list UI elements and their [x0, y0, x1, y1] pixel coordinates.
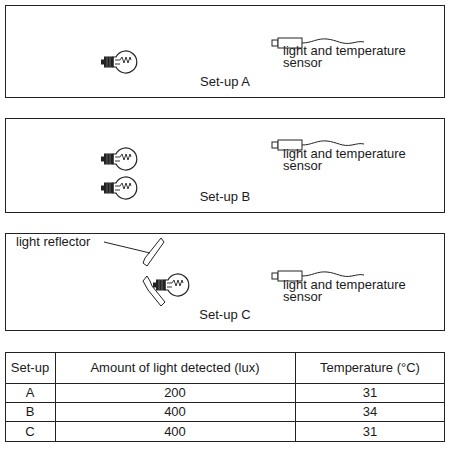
table-cell: A — [6, 384, 54, 401]
sensor-label: light and temperature sensor — [283, 148, 423, 172]
table-cell: 200 — [56, 384, 294, 401]
panel-title: Set-up A — [6, 74, 444, 89]
table-cell: 400 — [56, 403, 294, 420]
table-cell: 400 — [56, 422, 294, 441]
setup-panel: Set-up B — [5, 118, 445, 213]
light-bulb — [101, 148, 137, 170]
sensor-label: light and temperature sensor — [283, 279, 423, 303]
panel-title: Set-up C — [6, 307, 444, 322]
panel-title: Set-up B — [6, 189, 444, 204]
light-bulb — [101, 177, 137, 199]
table-cell: 34 — [296, 403, 444, 420]
table-header: Amount of light detected (lux) — [56, 353, 294, 382]
sensor-label: light and temperature sensor — [283, 45, 423, 69]
table-cell: 31 — [296, 422, 444, 441]
table-header: Set-up — [6, 353, 54, 382]
table-cell: C — [6, 422, 54, 441]
light-bulb — [153, 274, 189, 296]
light-bulb — [101, 51, 137, 73]
leader-line — [104, 242, 150, 253]
table-cell: B — [6, 403, 54, 420]
part-label: light reflector — [16, 236, 106, 248]
table-cell: 31 — [296, 384, 444, 401]
table-header: Temperature (°C) — [296, 353, 444, 382]
table-grid — [5, 352, 445, 442]
